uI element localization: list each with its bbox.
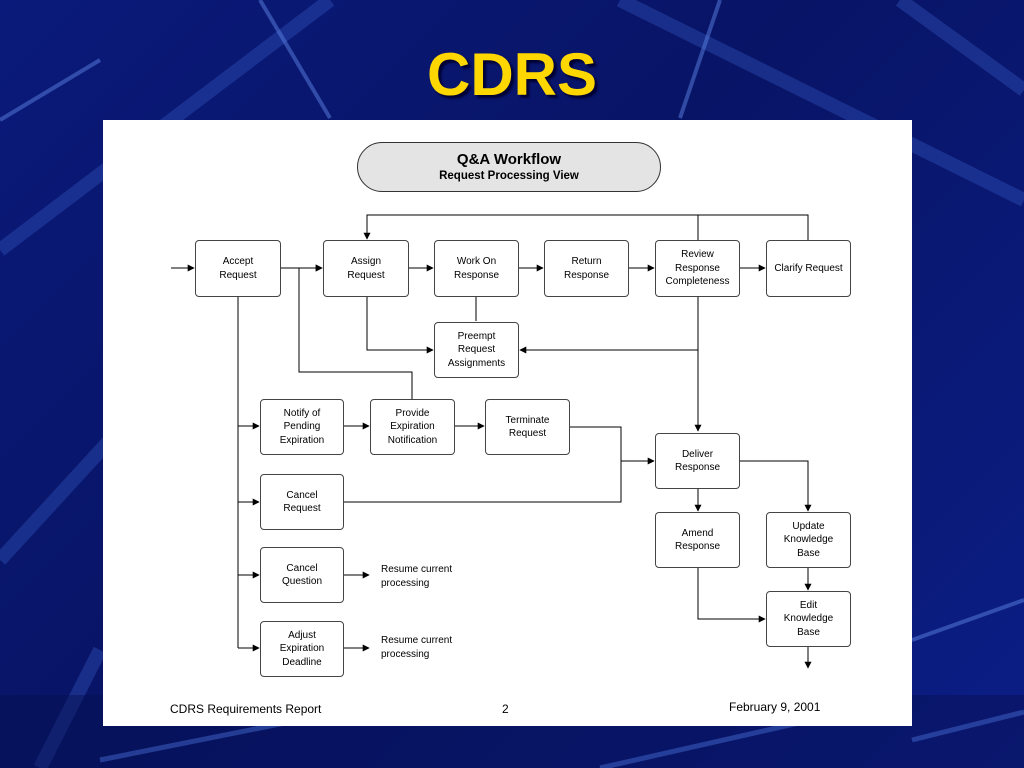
- arrow-review-preempt: [519, 297, 699, 354]
- workflow-subtitle: Request Processing View: [439, 170, 579, 182]
- footer-page-number: 2: [502, 702, 509, 716]
- arrow-loop-top: [363, 214, 699, 240]
- node-provide-expiration-notification: Provide Expiration Notification: [370, 399, 455, 455]
- node-edit-knowledge-base: Edit Knowledge Base: [766, 591, 851, 647]
- line-terminate-deliver: [570, 426, 622, 461]
- node-preempt-request-assignments: Preempt Request Assignments: [434, 322, 519, 378]
- node-deliver-response: Deliver Response: [655, 433, 740, 489]
- arrow-amend-edit: [697, 568, 766, 623]
- footer-report-name: CDRS Requirements Report: [170, 702, 322, 716]
- diagram-panel: Q&A Workflow Request Processing View Acc…: [103, 120, 912, 726]
- node-work-on-response: Work On Response: [434, 240, 519, 297]
- node-review-response-completeness: Review Response Completeness: [655, 240, 740, 297]
- node-accept-request: Accept Request: [195, 240, 281, 297]
- node-adjust-expiration-deadline: Adjust Expiration Deadline: [260, 621, 344, 677]
- note-resume-current-processing-2: Resume current processing: [381, 635, 453, 660]
- note-resume-current-processing-1: Resume current processing: [381, 564, 453, 589]
- arrow-assign-preempt: [366, 297, 434, 354]
- node-update-knowledge-base: Update Knowledge Base: [766, 512, 851, 568]
- node-notify-of-pending-expiration: Notify of Pending Expiration: [260, 399, 344, 455]
- node-assign-request: Assign Request: [323, 240, 409, 297]
- workflow-connectors: [171, 214, 812, 669]
- arrow-deliver-update: [740, 460, 812, 512]
- workflow-header: Q&A Workflow Request Processing View: [357, 142, 661, 192]
- line-clarify-loop: [698, 214, 809, 240]
- node-cancel-request: Cancel Request: [260, 474, 344, 530]
- node-amend-response: Amend Response: [655, 512, 740, 568]
- node-terminate-request: Terminate Request: [485, 399, 570, 455]
- line-cancel-deliver: [344, 461, 622, 503]
- arrow-provide-assign: [298, 264, 413, 399]
- node-return-response: Return Response: [544, 240, 629, 297]
- workflow-title: Q&A Workflow: [456, 151, 562, 168]
- slide-title: CDRS: [426, 41, 597, 108]
- node-cancel-question: Cancel Question: [260, 547, 344, 603]
- footer-date: February 9, 2001: [729, 700, 821, 714]
- node-clarify-request: Clarify Request: [766, 240, 851, 297]
